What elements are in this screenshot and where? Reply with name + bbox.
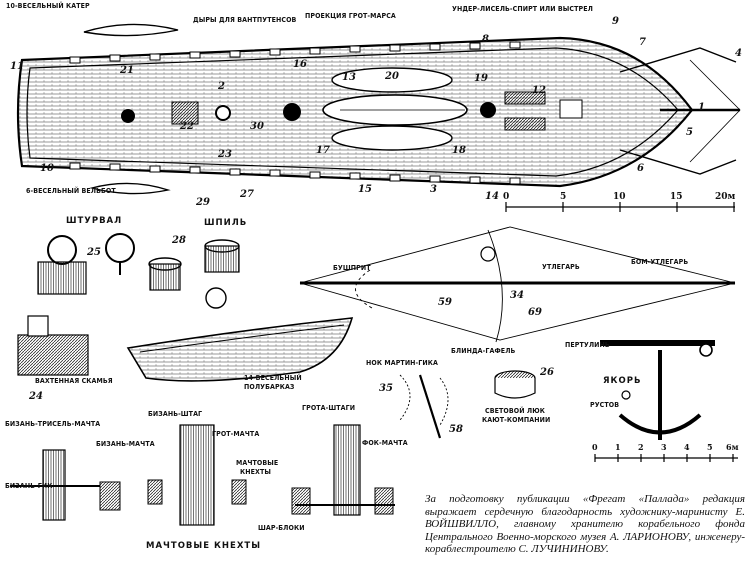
label-skylight: СВЕТОВОЙ ЛЮК: [485, 407, 545, 415]
main-mast-bitts: [147, 424, 247, 526]
label-blocks: ШАР-БЛОКИ: [258, 524, 305, 532]
callout-number: 24: [29, 391, 43, 402]
callout-number: 10: [40, 163, 54, 174]
martingale-drawing: [399, 374, 449, 439]
callout-number: 6: [637, 163, 644, 174]
scale-anchor-tick: 5: [707, 442, 713, 452]
callout-number: 35: [379, 383, 393, 394]
label-capstan: ШПИЛЬ: [204, 218, 248, 228]
callout-number: 27: [240, 189, 254, 200]
label-mainmast-top: ПРОЕКЦИЯ ГРОТ-МАРСА: [305, 12, 396, 20]
longboat-14: [126, 317, 354, 382]
callout-number: 58: [449, 424, 463, 435]
label-dolphin-gaff: БЛИНДА-ГАФЕЛЬ: [451, 347, 516, 355]
mizzen-mast-bitts: [10, 449, 121, 521]
deck-plan: [16, 23, 741, 212]
scale-top-tick: 20м: [715, 192, 736, 202]
label-cutter-10: 10-ВЕСЕЛЬНЫЙ КАТЕР: [6, 2, 90, 10]
callout-number: 28: [172, 235, 186, 246]
label-anchor-ring: ПЕРТУЛИНЬ: [565, 341, 610, 349]
label-longboat-14b: ПОЛУБАРКАЗ: [244, 383, 295, 391]
label-mast-bitts-b: КНЕХТЫ: [240, 468, 271, 476]
label-longboat-14: 14-ВЕСЕЛЬНЫЙ: [244, 374, 302, 382]
scale-top-tick: 0: [503, 192, 510, 202]
scale-anchor-tick: 1: [615, 442, 621, 452]
label-mizzen-boom: БИЗАНЬ-ГИК: [5, 482, 53, 490]
wheel-drawing: [37, 233, 135, 295]
callout-number: 7: [639, 37, 646, 48]
callout-number: 14: [485, 191, 499, 202]
callout-number: 69: [528, 307, 542, 318]
callout-number: 5: [686, 127, 693, 138]
label-watch-bench: ВАХТЕННАЯ СКАМЬЯ: [35, 377, 113, 385]
capstan-small: [148, 239, 240, 309]
callout-number: 17: [316, 145, 330, 156]
label-mast-bitts: МАЧТОВЫЕ: [236, 459, 279, 467]
callout-number: 22: [180, 121, 194, 132]
callout-number: 29: [196, 197, 210, 208]
anchor-drawing: [600, 340, 715, 440]
callout-number: 19: [474, 73, 488, 84]
scale-anchor-tick: 2: [638, 442, 644, 452]
callout-number: 15: [358, 184, 372, 195]
callout-number: 11: [10, 61, 24, 72]
label-bowsprit-holes: ДЫРЫ ДЛЯ ВАНТПУТЕНСОВ: [193, 16, 297, 24]
skylight-drawing: [494, 370, 536, 399]
whaleboat-6: [89, 182, 171, 195]
callout-number: 30: [250, 121, 264, 132]
scale-top-tick: 10: [613, 192, 626, 202]
label-anchor-stock: РУСТОВ: [590, 401, 620, 409]
callout-number: 3: [430, 184, 437, 195]
scale-anchor-tick: 0: [592, 442, 598, 452]
bowsprit-drawing: [299, 226, 736, 343]
label-main-stays: ГРОТА-ШТАГИ: [302, 404, 356, 412]
scale-bar-anchor: [594, 454, 738, 462]
credits-caption: За подготовку публикации «Фрегат «Паллад…: [425, 493, 745, 555]
callout-number: 26: [540, 367, 554, 378]
watch-bench: [17, 315, 89, 376]
label-main-mast: ГРОТ-МАЧТА: [212, 430, 260, 438]
callout-number: 13: [342, 72, 356, 83]
scale-top-tick: 15: [670, 192, 683, 202]
label-martingale: НОК МАРТИН-ГИКА: [366, 359, 438, 367]
callout-number: 1: [698, 102, 705, 113]
callout-number: 18: [452, 145, 466, 156]
label-skylight-b: КАЮТ-КОМПАНИИ: [482, 416, 551, 424]
gun-ports: [69, 41, 521, 185]
cutter-10: [83, 23, 179, 37]
callout-number: 4: [735, 48, 742, 59]
callout-number: 21: [120, 65, 134, 76]
label-whaleboat-6: 6-ВЕСЕЛЬНЫЙ ВЕЛЬБОТ: [26, 187, 116, 195]
label-mast-bitts-title: МАЧТОВЫЕ КНЕХТЫ: [146, 541, 262, 551]
label-flying-jibboom: БОМ-УТЛЕГАРЬ: [631, 258, 689, 266]
label-jibboom: УТЛЕГАРЬ: [542, 263, 580, 271]
callout-number: 25: [87, 247, 101, 258]
label-mizzen-trysail: БИЗАНЬ-ТРИСЕЛЬ-МАЧТА: [5, 420, 101, 428]
label-fore-mast: ФОК-МАЧТА: [362, 439, 408, 447]
callout-number: 9: [612, 16, 619, 27]
scale-top-tick: 5: [560, 192, 567, 202]
label-bowsprit: БУШПРИТ: [333, 264, 371, 272]
callout-number: 12: [532, 85, 546, 96]
label-studding-spar: УНДЕР-ЛИСЕЛЬ-СПИРТ ИЛИ ВЫСТРЕЛ: [452, 5, 593, 13]
scale-anchor-tick: 4: [684, 442, 690, 452]
label-mizzen-mast: БИЗАНЬ-МАЧТА: [96, 440, 155, 448]
scale-bar-top: [505, 202, 735, 212]
callout-number: 34: [510, 290, 524, 301]
label-wheel: ШТУРВАЛ: [66, 216, 123, 226]
label-mizzen-stay: БИЗАНЬ-ШТАГ: [148, 410, 203, 418]
fore-mast-bitts: [291, 424, 395, 516]
callout-number: 23: [218, 149, 232, 160]
callout-number: 2: [218, 81, 225, 92]
callout-number: 8: [482, 34, 489, 45]
label-anchor: ЯКОРЬ: [603, 376, 642, 386]
scale-anchor-tick: 3: [661, 442, 667, 452]
scale-anchor-tick: 6м: [726, 442, 739, 452]
callout-number: 16: [293, 59, 307, 70]
callout-number: 59: [438, 297, 452, 308]
callout-number: 20: [385, 71, 399, 82]
